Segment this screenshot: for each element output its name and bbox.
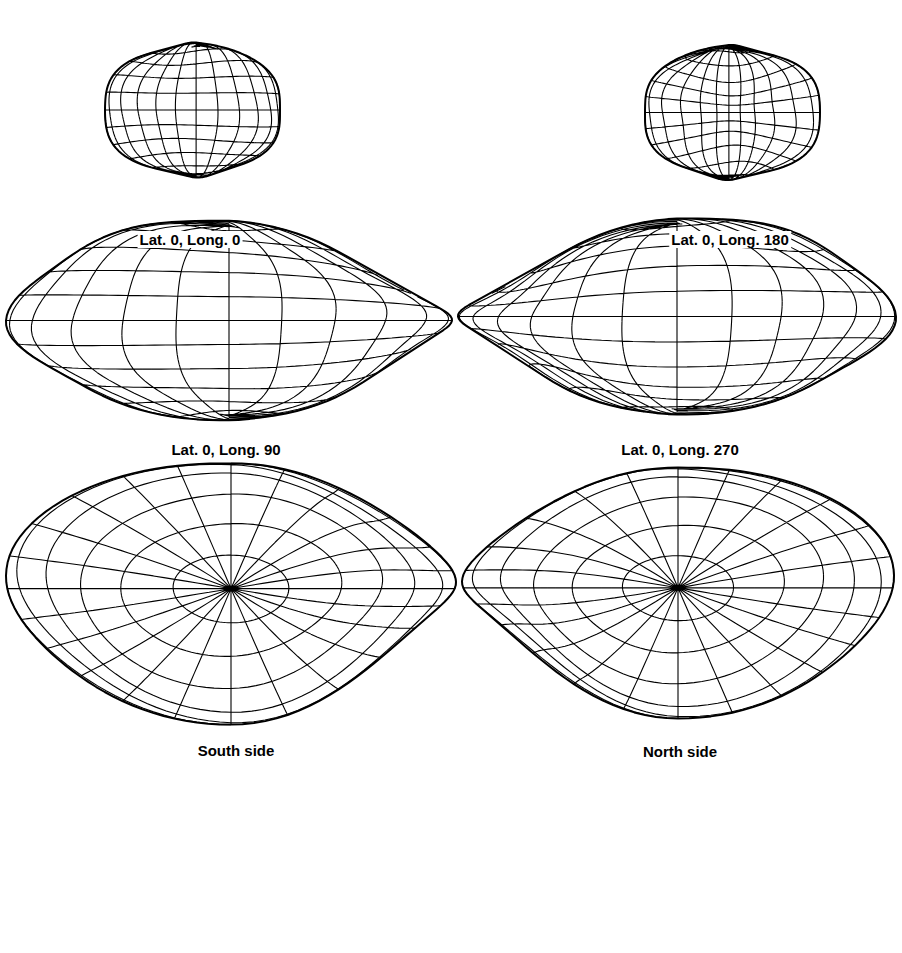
outline xyxy=(6,221,452,421)
outline xyxy=(6,463,456,724)
view-label: Lat. 0, Long. 270 xyxy=(619,441,741,458)
view-label: Lat. 0, Long. 90 xyxy=(169,441,282,458)
outline xyxy=(645,45,820,180)
wireframe-grid xyxy=(105,43,280,178)
shape-view xyxy=(645,45,820,180)
outline xyxy=(462,468,894,719)
outline xyxy=(458,218,896,414)
view-label: Lat. 0, Long. 0 xyxy=(138,231,243,248)
outline xyxy=(105,43,280,178)
shape-view xyxy=(105,43,280,178)
view-label: South side xyxy=(196,742,277,759)
shape-view xyxy=(6,463,456,724)
wireframe-grid xyxy=(463,468,894,719)
wireframe-grid xyxy=(645,45,820,180)
shape-view xyxy=(458,218,896,414)
shape-view xyxy=(6,221,452,421)
wireframe-grid xyxy=(6,221,452,421)
wireframe-grid xyxy=(458,219,896,415)
view-label: North side xyxy=(641,743,719,760)
wireframe-grid xyxy=(7,463,456,724)
shape-view xyxy=(462,468,894,719)
view-label: Lat. 0, Long. 180 xyxy=(669,231,791,248)
